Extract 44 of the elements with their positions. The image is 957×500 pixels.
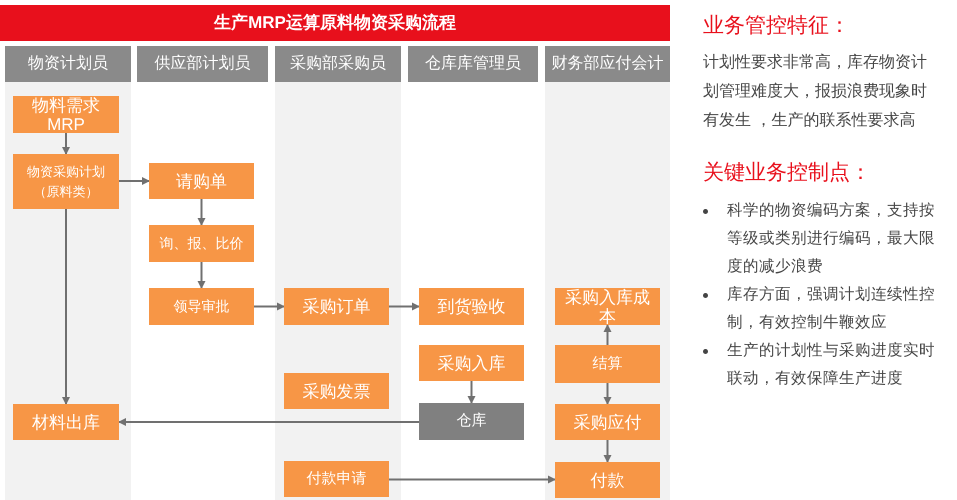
arrow (119, 177, 150, 185)
arrow (198, 199, 206, 226)
process-box: 付款 (555, 462, 660, 498)
arrow (389, 476, 556, 484)
arrow (468, 381, 476, 404)
arrow (389, 302, 420, 310)
bullet-text: 生产的计划性与采购进度实时联动，有效保障生产进度 (727, 341, 936, 389)
bullet-text: 科学的物资编码方案，支持按等级或类别进行编码，最大限度的减少浪费 (727, 200, 936, 277)
lane-header: 仓库库管理员 (408, 46, 538, 82)
arrow (254, 302, 285, 310)
process-box: 物资采购计划（原料类） (13, 154, 119, 209)
swimlane (5, 46, 131, 500)
arrow (62, 209, 70, 405)
process-box: 领导审批 (149, 288, 254, 325)
process-box: 材料出库 (13, 404, 119, 440)
process-box: 询、报、比价 (149, 225, 254, 262)
process-box: 到货验收 (419, 288, 524, 325)
arrow (118, 418, 419, 426)
process-box: 采购应付 (555, 404, 660, 440)
section-heading: 业务管控特征： (703, 13, 851, 39)
bullet-text: 库存方面，强调计划连续性控制，有效控制牛鞭效应 (727, 285, 936, 333)
process-box: 采购入库 (419, 345, 524, 381)
arrow (604, 324, 612, 345)
process-box: 采购订单 (284, 288, 389, 325)
process-box: 仓库 (419, 403, 524, 440)
lane-header: 财务部应付会计 (545, 46, 670, 82)
arrow (62, 133, 70, 155)
process-box: 付款申请 (284, 461, 389, 497)
swimlane (275, 46, 401, 500)
process-box: 物料需求MRP (13, 96, 119, 133)
arrow (198, 262, 206, 289)
section-heading: 关键业务控制点： (703, 160, 872, 186)
description-paragraph: 计划性要求非常高，库存物资计划管理难度大，报损浪费现象时有发生 ，生产的联系性要求高 (703, 52, 928, 131)
process-box: 采购发票 (284, 373, 389, 409)
lane-header: 物资计划员 (5, 46, 131, 82)
lane-header: 供应部计划员 (137, 46, 268, 82)
arrow (604, 383, 612, 405)
swimlane (545, 46, 670, 500)
process-box: 请购单 (149, 163, 254, 199)
title-bar: 生产MRP运算原料物资采购流程 (0, 5, 670, 41)
arrow (604, 440, 612, 463)
lane-header: 采购部采购员 (275, 46, 401, 82)
process-box: 采购入库成本 (555, 288, 660, 325)
process-box: 结算 (555, 345, 660, 383)
